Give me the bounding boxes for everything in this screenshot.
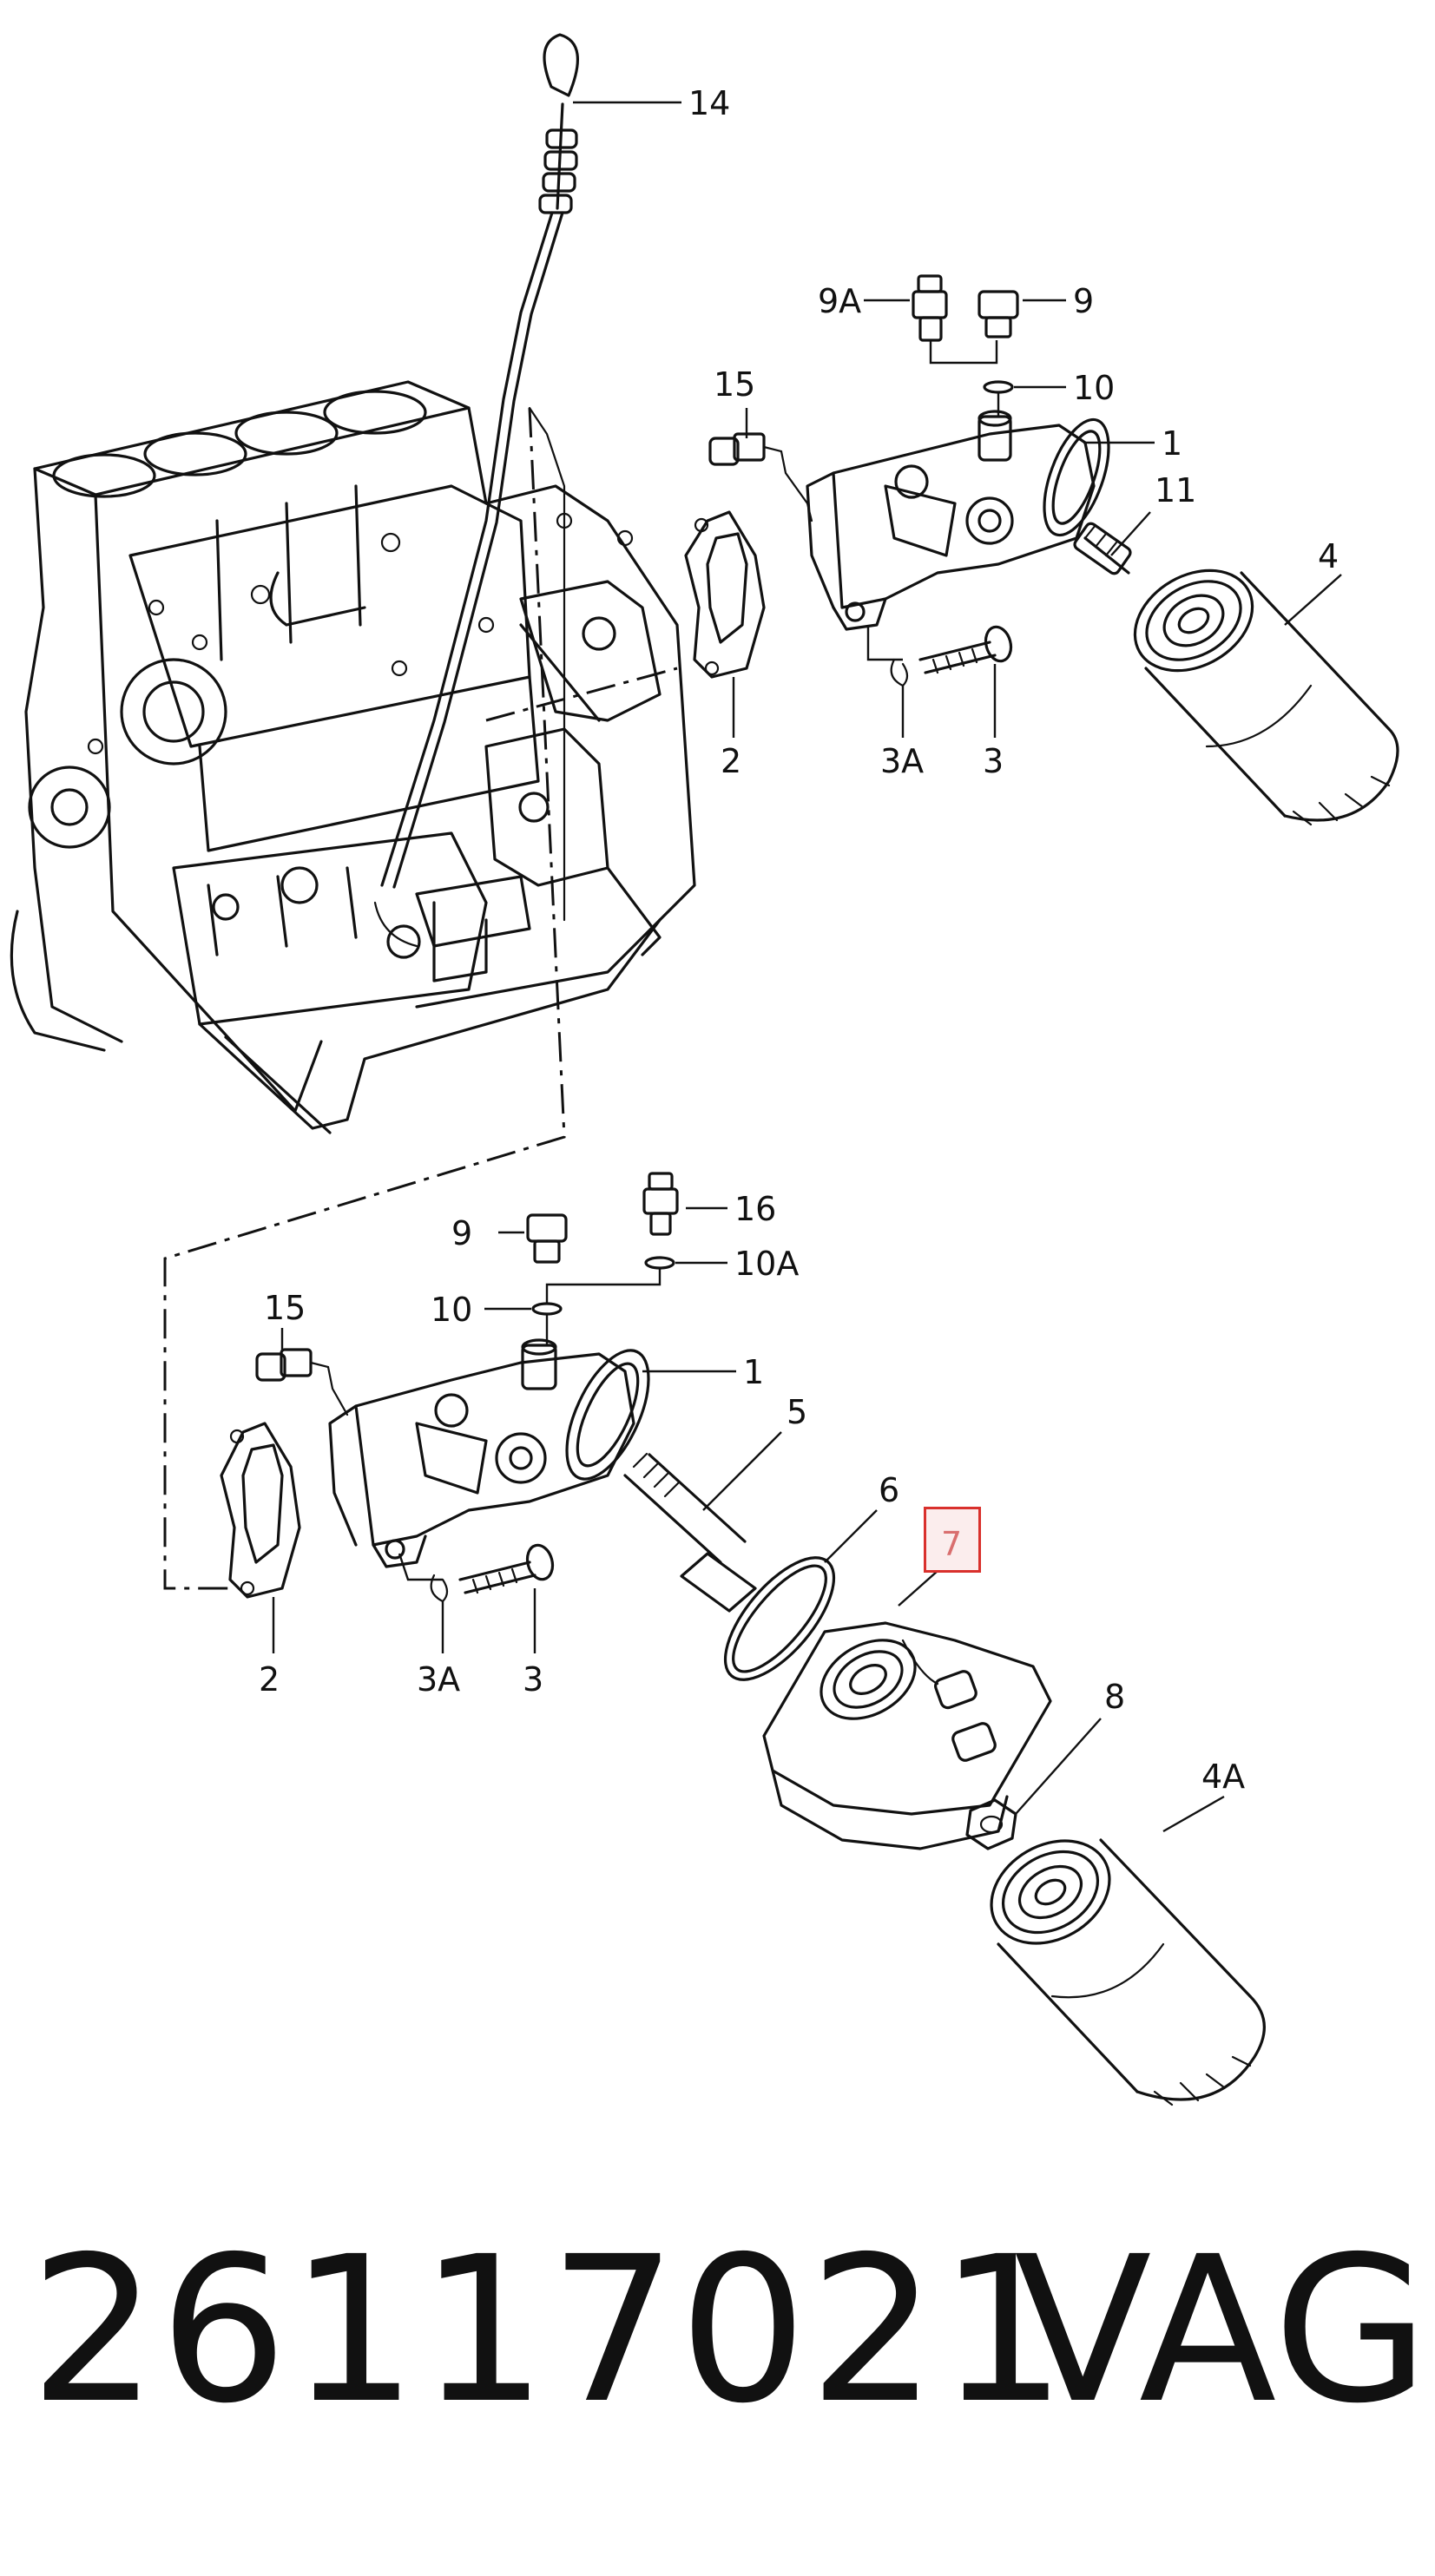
highlight-box-part-7	[924, 1507, 981, 1573]
brand-name: VAG	[1014, 2213, 1430, 2448]
sensor-15-top-drawing	[708, 432, 813, 522]
callout-16: 16	[734, 1190, 776, 1228]
dipstick-drawing	[373, 33, 579, 948]
callout-10a: 10A	[734, 1245, 799, 1283]
callout-3a-top: 3A	[880, 742, 924, 780]
callout-3a-bottom: 3A	[417, 1660, 460, 1699]
callout-14: 14	[688, 84, 730, 122]
bolt-3-top-drawing	[866, 625, 1013, 687]
bolt-3-bottom-drawing	[398, 1543, 555, 1603]
plugs-top-drawing	[912, 274, 1019, 417]
callout-9a-top: 9A	[818, 282, 861, 320]
callout-4a: 4A	[1201, 1758, 1245, 1796]
callout-9-top: 9	[1073, 282, 1094, 320]
o-ring-6-drawing	[723, 1556, 836, 1681]
gasket-2-top-drawing	[684, 510, 766, 679]
callout-4: 4	[1318, 537, 1339, 575]
callout-5: 5	[787, 1393, 807, 1431]
callout-7: 7	[941, 1525, 962, 1563]
callout-15-top: 15	[714, 365, 755, 404]
callout-leaders	[272, 101, 1342, 1833]
lower-filter-housing-drawing	[328, 1338, 650, 1568]
callout-1-bottom: 1	[743, 1353, 764, 1391]
upper-filter-housing-drawing	[806, 410, 1132, 631]
callout-8: 8	[1104, 1678, 1125, 1716]
oil-filter-4a-drawing	[990, 1838, 1266, 2106]
part-number: 26117021	[30, 2213, 1069, 2448]
oil-filter-4-drawing	[1133, 568, 1399, 826]
callout-labels: 14 9A 9 10 1 11 4 15 2 3A 3 16 9 10A 10 …	[259, 84, 1339, 1796]
oil-cooler-7-drawing	[762, 1621, 1052, 1850]
gasket-2-bottom-drawing	[220, 1422, 301, 1599]
threaded-pipe-5-drawing	[623, 1452, 757, 1613]
assembly-boundary-lines	[163, 407, 678, 1590]
nut-8-drawing	[965, 1798, 1017, 1850]
callout-11: 11	[1155, 471, 1196, 509]
callout-10-bottom: 10	[431, 1291, 472, 1329]
callout-9-bottom: 9	[451, 1214, 472, 1252]
footer: 26117021 VAG	[0, 2222, 1435, 2439]
callout-1-top: 1	[1162, 424, 1182, 463]
callout-3-top: 3	[983, 742, 1004, 780]
callout-15-bottom: 15	[264, 1289, 306, 1327]
sensor-15-bottom-drawing	[255, 1348, 349, 1416]
engine-block-drawing	[10, 380, 696, 1134]
callout-3-bottom: 3	[523, 1660, 543, 1699]
plugs-bottom-drawing	[526, 1172, 679, 1345]
callout-2-bottom: 2	[259, 1660, 280, 1699]
callout-2-top: 2	[721, 742, 741, 780]
callout-10-top: 10	[1073, 369, 1115, 407]
callout-6: 6	[879, 1471, 899, 1509]
